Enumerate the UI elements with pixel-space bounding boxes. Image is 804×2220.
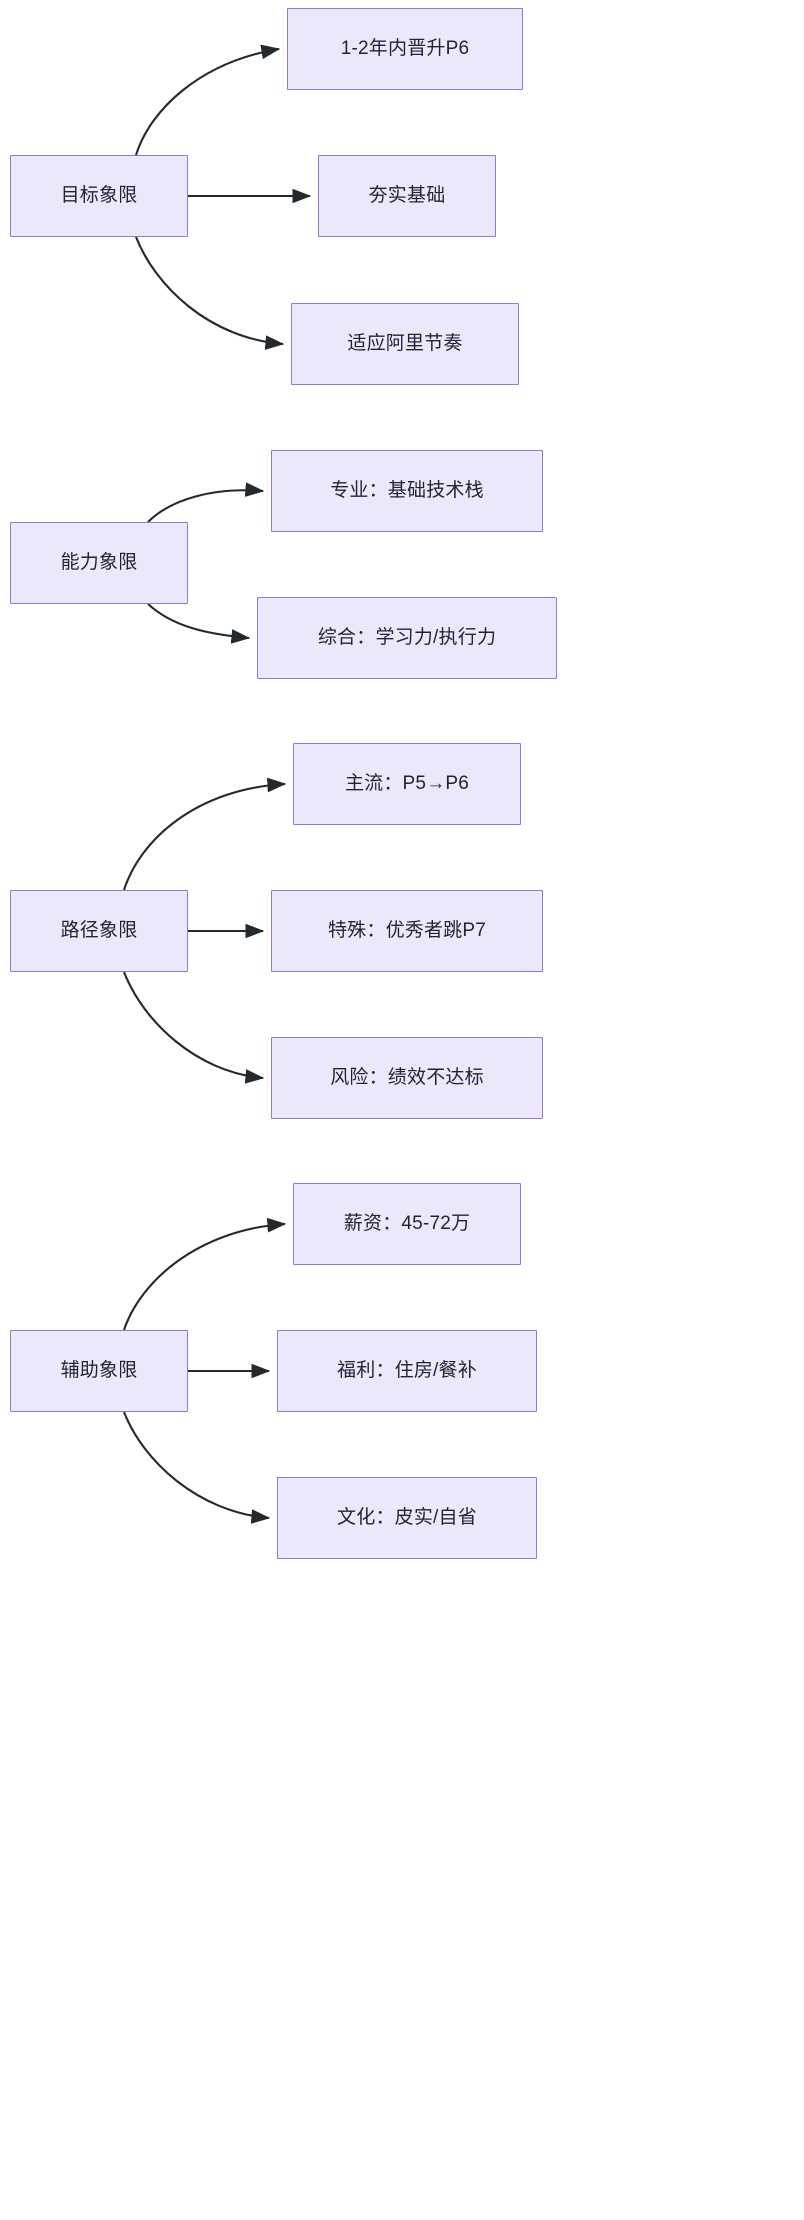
node-label: 适应阿里节奏 — [347, 332, 463, 354]
node-goal-quadrant[interactable]: 目标象限 — [10, 155, 188, 237]
node-solid-foundation[interactable]: 夯实基础 — [318, 155, 496, 237]
edge-goal-to-rhythm — [135, 236, 285, 350]
node-label: 能力象限 — [60, 551, 138, 573]
node-label: 目标象限 — [60, 184, 138, 206]
node-culture-resilience[interactable]: 文化：皮实/自省 — [277, 1477, 537, 1559]
node-label: 路径象限 — [60, 919, 138, 941]
node-ability-quadrant[interactable]: 能力象限 — [10, 522, 188, 604]
edge-aux-to-culture — [123, 1411, 271, 1524]
node-mainstream-p5-p6[interactable]: 主流：P5→P6 — [293, 743, 521, 825]
node-label: 综合：学习力/执行力 — [317, 626, 497, 648]
edge-aux-to-salary — [123, 1217, 287, 1331]
node-comprehensive-learning[interactable]: 综合：学习力/执行力 — [257, 597, 557, 679]
node-promote-p6[interactable]: 1-2年内晋升P6 — [287, 8, 523, 90]
edge-ability-to-professional — [147, 482, 265, 523]
node-label: 专业：基础技术栈 — [330, 479, 484, 501]
node-label: 薪资：45-72万 — [343, 1212, 471, 1234]
node-benefits-housing-meal[interactable]: 福利：住房/餐补 — [277, 1330, 537, 1412]
node-label: 风险：绩效不达标 — [330, 1066, 484, 1088]
edge-path-to-mainstream — [123, 777, 287, 891]
node-label: 1-2年内晋升P6 — [340, 37, 470, 59]
node-label: 辅助象限 — [60, 1359, 138, 1381]
node-label: 特殊：优秀者跳P7 — [327, 919, 487, 941]
node-label: 文化：皮实/自省 — [337, 1506, 477, 1528]
node-adapt-rhythm[interactable]: 适应阿里节奏 — [291, 303, 519, 385]
node-special-jump-p7[interactable]: 特殊：优秀者跳P7 — [271, 890, 543, 972]
node-professional-techstack[interactable]: 专业：基础技术栈 — [271, 450, 543, 532]
node-salary-range[interactable]: 薪资：45-72万 — [293, 1183, 521, 1265]
node-label: 夯实基础 — [368, 184, 446, 206]
node-label: 主流：P5→P6 — [344, 772, 470, 794]
edge-ability-to-comprehensive — [147, 603, 251, 644]
edge-goal-to-promote-p6 — [134, 44, 281, 156]
edge-path-to-risk — [123, 971, 265, 1084]
node-path-quadrant[interactable]: 路径象限 — [10, 890, 188, 972]
node-auxiliary-quadrant[interactable]: 辅助象限 — [10, 1330, 188, 1412]
node-label: 福利：住房/餐补 — [337, 1359, 477, 1381]
node-risk-performance[interactable]: 风险：绩效不达标 — [271, 1037, 543, 1119]
